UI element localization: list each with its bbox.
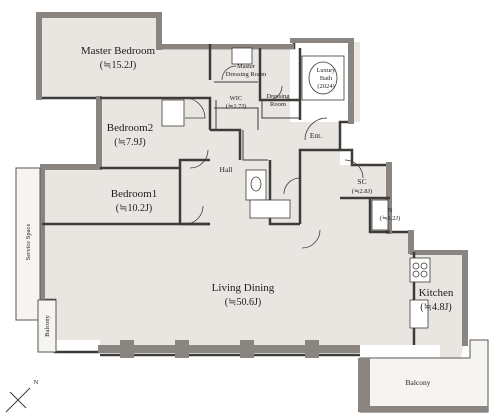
sc-size: (≒2.8J)	[352, 188, 372, 195]
sink-fixture	[409, 299, 429, 329]
balcony-left-area	[37, 299, 57, 353]
balcony-bottom-label: Balcony	[406, 378, 431, 387]
bedroom2-label: Bedroom2	[107, 122, 153, 134]
master-dressing-label-1: Master	[237, 63, 256, 70]
n-storage-size: (≒1.2J)	[380, 215, 400, 222]
stove-fixture	[409, 257, 431, 283]
dressing-room-label-1: Dressing	[266, 93, 290, 100]
hall-label: Hall	[220, 165, 233, 174]
bedroom1-size: (≒10.2J)	[116, 203, 152, 214]
luxury-bath-label-3: (2024)	[317, 83, 334, 90]
interior-walls	[42, 44, 416, 345]
kitchen-label: Kitchen	[419, 287, 454, 299]
balcony-left-label: Balcony	[44, 314, 51, 336]
service-space-label: Service Space	[25, 224, 32, 261]
balcony-areas	[37, 299, 489, 413]
kitchen-size: (≒4.8J)	[420, 302, 451, 313]
compass: N	[5, 379, 39, 413]
dressing-room-label-2: Room	[270, 101, 286, 108]
washbasin-fixture	[249, 199, 291, 219]
closet-fixture	[161, 99, 185, 127]
room-labels: Master Bedroom (≒15.2J) Master Dressing …	[25, 45, 454, 387]
balcony-bottom-area	[359, 339, 489, 413]
luxury-bath-label-2: Bath	[320, 75, 333, 82]
bedroom2-size: (≒7.9J)	[114, 137, 145, 148]
master-bedroom-size: (≒15.2J)	[100, 60, 136, 71]
entrance-label: Ent.	[310, 131, 322, 140]
n-storage-label: N	[388, 207, 393, 214]
master-bedroom-label: Master Bedroom	[81, 45, 156, 57]
wic-label: WIC	[230, 95, 243, 102]
fixtures	[161, 47, 431, 329]
master-dressing-label-2: Dressing Room	[226, 71, 267, 78]
toilet-fixture	[250, 176, 262, 192]
compass-label: N	[34, 379, 39, 386]
bathtub-basin	[308, 61, 338, 95]
living-dining-label: Living Dining	[212, 282, 275, 294]
luxury-bath-label-1: Luxury	[316, 67, 336, 74]
bedroom1-label: Bedroom1	[111, 188, 157, 200]
living-dining-size: (≒50.6J)	[225, 297, 261, 308]
vanity-fixture	[231, 47, 253, 65]
service-space-area	[15, 167, 41, 321]
storage-shelf	[371, 199, 389, 231]
sc-label: SC	[357, 177, 366, 186]
doors	[184, 65, 364, 249]
wic-size: (≒1.7J)	[226, 103, 246, 110]
